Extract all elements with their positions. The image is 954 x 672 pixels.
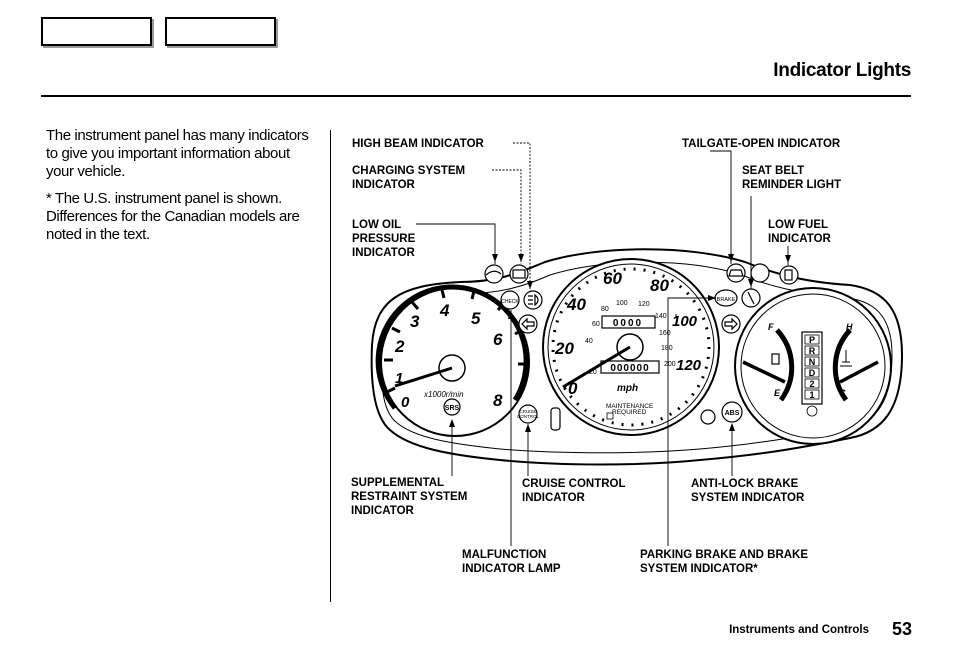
- kmh-40: 40: [585, 338, 593, 345]
- maintenance-text-2: REQUIRED: [612, 409, 647, 416]
- speed-100: 100: [672, 313, 698, 330]
- nav-button-previous[interactable]: [41, 17, 152, 46]
- fuel-empty-mark: E: [774, 388, 781, 398]
- gear-P: P: [809, 335, 815, 345]
- label-cruise-control: CRUISE CONTROL INDICATOR: [522, 478, 626, 504]
- footer-section-title: Instruments and Controls: [729, 624, 869, 636]
- label-srs: SUPPLEMENTAL RESTRAINT SYSTEM INDICATOR: [351, 477, 468, 517]
- gear-R: R: [809, 346, 816, 356]
- trip-odometer: 0000: [613, 318, 643, 329]
- label-parking-brake: PARKING BRAKE AND BRAKE SYSTEM INDICATOR…: [640, 549, 809, 575]
- fuel-full-mark: F: [768, 322, 774, 332]
- header-divider: [41, 95, 911, 97]
- check-engine-icon: [500, 290, 520, 310]
- nav-button-next[interactable]: [165, 17, 276, 46]
- label-tailgate-open: TAILGATE-OPEN INDICATOR: [682, 138, 841, 150]
- speed-20: 20: [554, 339, 574, 358]
- leader-lines: [416, 142, 789, 546]
- label-high-beam: HIGH BEAM INDICATOR: [352, 138, 484, 150]
- speed-60: 60: [603, 269, 622, 288]
- speed-120: 120: [676, 357, 702, 374]
- low-oil-icon: [484, 264, 504, 284]
- low-fuel-icon: [779, 265, 799, 285]
- speed-80: 80: [650, 276, 669, 295]
- speed-0: 0: [568, 379, 578, 398]
- trip-reset-knob: [550, 407, 561, 431]
- abs-icon: [721, 401, 743, 423]
- leader-arrowheads: [449, 254, 791, 432]
- dimmer-knob: [700, 409, 716, 425]
- brake-badge: BRAKE: [717, 297, 736, 303]
- kmh-80: 80: [601, 306, 609, 313]
- cluster-housing: [370, 248, 904, 466]
- tach-number-6: 6: [493, 330, 503, 349]
- kmh-100: 100: [616, 300, 628, 307]
- tach-number-2: 2: [394, 337, 405, 356]
- fuel-temp-gauge: F E H C P R N D 2 1: [734, 287, 892, 445]
- tailgate-open-icon: [726, 263, 746, 283]
- label-malfunction: MALFUNCTION INDICATOR LAMP: [462, 549, 561, 575]
- kmh-180: 180: [661, 345, 673, 352]
- footer-page-number: 53: [891, 619, 912, 639]
- label-low-oil-pressure: LOW OIL PRESSURE INDICATOR: [352, 219, 416, 259]
- fuel-pump-icon: [771, 353, 780, 365]
- kmh-140: 140: [655, 313, 667, 320]
- speed-unit: mph: [617, 383, 638, 394]
- thermometer-icon: [840, 350, 852, 367]
- tach-number-8: 8: [493, 391, 503, 410]
- kmh-160: 160: [659, 330, 671, 337]
- temp-hot-mark: H: [846, 322, 853, 332]
- abs-badge: ABS: [725, 410, 740, 417]
- tachometer: 1 2 3 4 5 6 0 8 x1000r/min SRS: [375, 284, 530, 437]
- intro-paragraph-2: * The U.S. instrument panel is shown. Di…: [46, 190, 300, 243]
- label-abs: ANTI-LOCK BRAKE SYSTEM INDICATOR: [691, 478, 805, 504]
- gear-2: 2: [809, 379, 814, 389]
- right-turn-signal-icon: [721, 314, 741, 334]
- srs-badge: SRS: [445, 405, 460, 412]
- speedometer: 0 20 40 60 80 100 120 20 40 60 80 100 12…: [542, 258, 720, 436]
- label-low-fuel: LOW FUEL INDICATOR: [768, 219, 831, 245]
- page-title: Indicator Lights: [773, 60, 911, 81]
- kmh-200: 200: [664, 361, 676, 368]
- temp-cold-mark: C: [839, 388, 846, 398]
- gear-1: 1: [809, 390, 814, 400]
- tach-number-1: 1: [395, 370, 403, 387]
- tach-unit: x1000r/min: [423, 390, 464, 399]
- cruise-control-icon: [518, 404, 538, 424]
- speed-40: 40: [566, 295, 586, 314]
- label-charging-system: CHARGING SYSTEM INDICATOR: [352, 165, 466, 191]
- kmh-60: 60: [592, 321, 600, 328]
- column-divider: [330, 130, 331, 602]
- gear-N: N: [809, 357, 816, 367]
- gear-D: D: [809, 368, 816, 378]
- kmh-120: 120: [638, 301, 650, 308]
- check-badge: CHECK: [501, 299, 519, 305]
- left-turn-signal-icon: [518, 314, 538, 334]
- maintenance-text-1: MAINTENANCE: [606, 403, 654, 410]
- tach-number-4: 4: [439, 301, 450, 320]
- tach-number-0: 0: [401, 394, 410, 411]
- label-seat-belt: SEAT BELT REMINDER LIGHT: [742, 165, 842, 191]
- intro-text: The instrument panel has many indicators…: [46, 127, 321, 253]
- odometer: 000000: [610, 363, 649, 374]
- intro-paragraph-1: The instrument panel has many indicators…: [46, 127, 309, 180]
- tach-number-5: 5: [471, 309, 481, 328]
- tach-number-3: 3: [410, 312, 420, 331]
- kmh-20: 20: [589, 369, 597, 376]
